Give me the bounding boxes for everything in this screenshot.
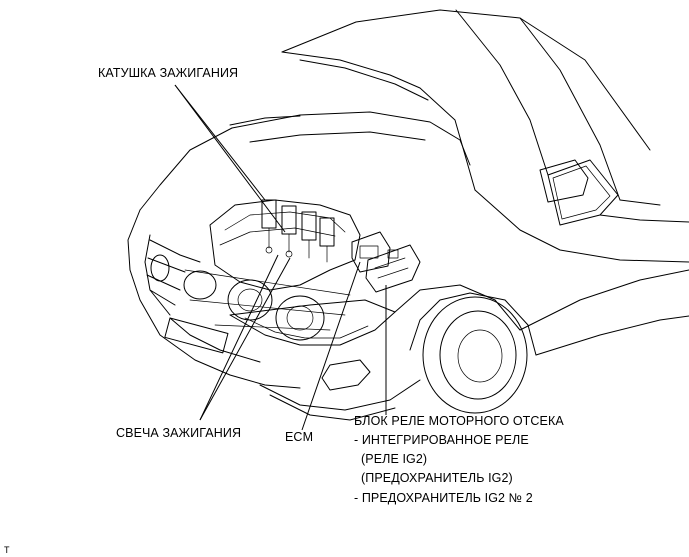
leader-spark-plug-2 xyxy=(199,257,291,421)
relay-block-item: (ПРЕДОХРАНИТЕЛЬ IG2) xyxy=(361,471,513,485)
ecm-label: ECM xyxy=(285,430,314,444)
relay-block-item: (РЕЛЕ IG2) xyxy=(361,452,428,466)
corner-mark: T xyxy=(4,545,10,555)
engine-assembly xyxy=(183,199,421,341)
leader-ignition-coil xyxy=(174,84,286,233)
leader-ecm xyxy=(301,261,361,431)
relay-block-item: - ПРЕДОХРАНИТЕЛЬ IG2 № 2 xyxy=(354,491,533,505)
relay-block-title: БЛОК РЕЛЕ МОТОРНОГО ОТСЕКА xyxy=(354,414,564,428)
leader-spark-plug xyxy=(199,254,279,421)
relay-block-item: - ИНТЕГРИРОВАННОЕ РЕЛЕ xyxy=(354,433,529,447)
ignition-coil-label: КАТУШКА ЗАЖИГАНИЯ xyxy=(98,66,239,80)
car-body xyxy=(127,9,689,421)
spark-plug-label: СВЕЧА ЗАЖИГАНИЯ xyxy=(116,426,242,440)
leader-ignition-coil-2 xyxy=(174,84,266,201)
